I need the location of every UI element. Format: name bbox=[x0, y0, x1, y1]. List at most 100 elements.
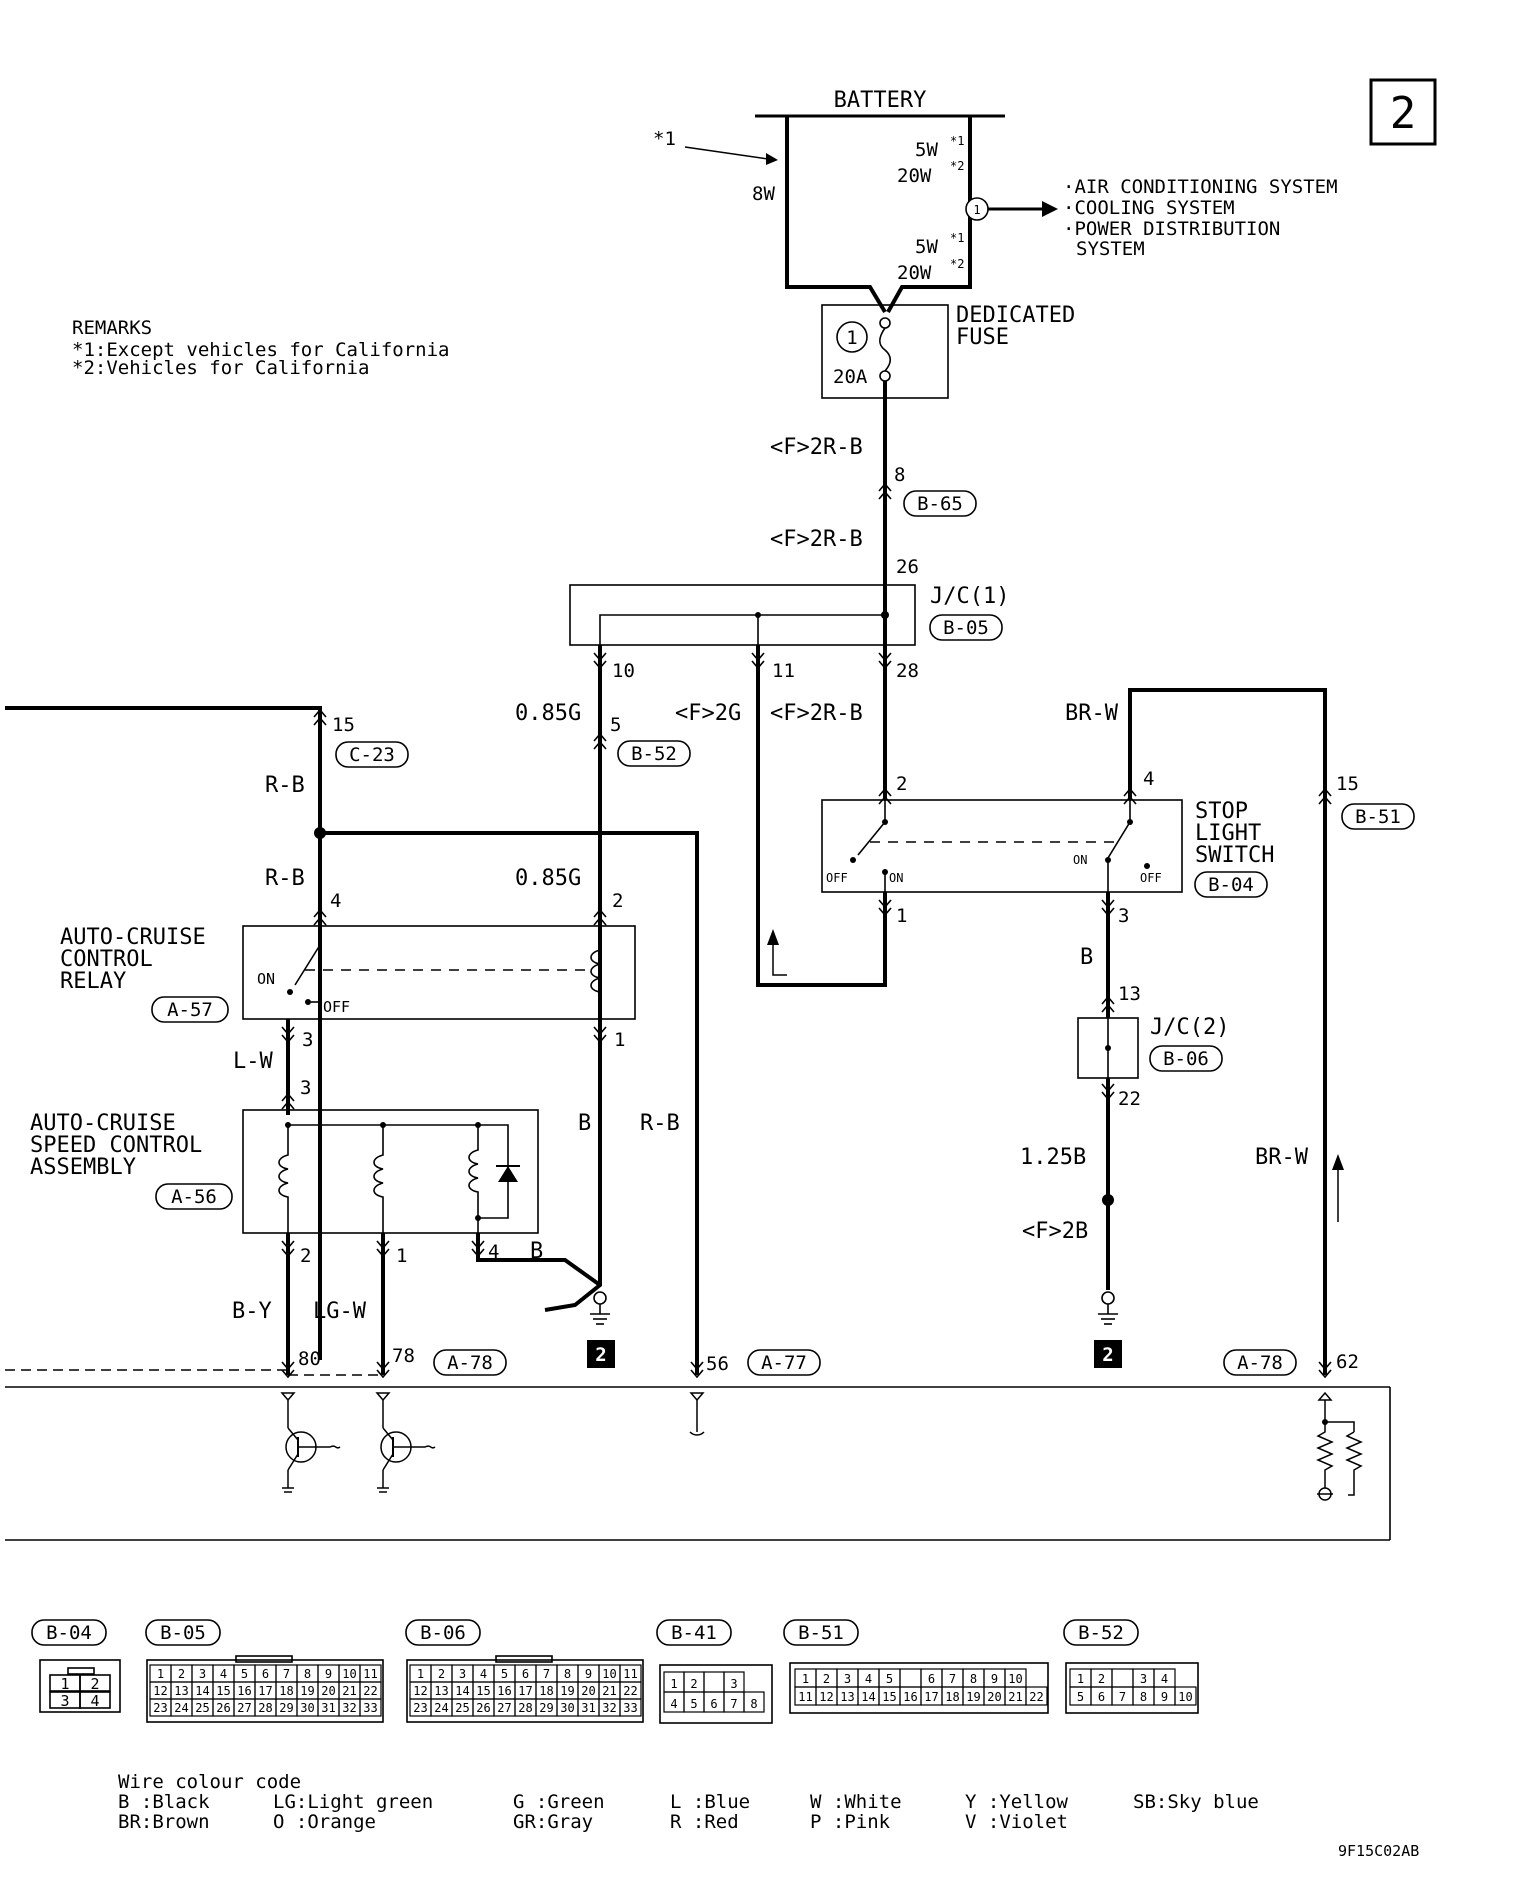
connector-pin-label: 10 bbox=[602, 1667, 616, 1681]
connector-pin-label: 2 bbox=[823, 1672, 830, 1686]
stop-switch-name-1: STOP bbox=[1195, 799, 1248, 824]
connector-pin-label: 3 bbox=[844, 1672, 851, 1686]
battery-note-ref: *1 bbox=[653, 128, 676, 150]
connector-pin-label: 23 bbox=[413, 1701, 427, 1715]
f2g-wire bbox=[756, 645, 887, 987]
connector-pin-label: 14 bbox=[861, 1690, 875, 1704]
b04-pin-2: 2 bbox=[90, 1675, 99, 1693]
connector-pin-label: 5 bbox=[886, 1672, 893, 1686]
pin-b52: 5 bbox=[610, 714, 621, 736]
connector-pin-label: 15 bbox=[216, 1684, 230, 1698]
connector-pin-label: 10 bbox=[342, 1667, 356, 1681]
pin-jc2-22: 22 bbox=[1118, 1088, 1141, 1110]
connector-pin-label: 5 bbox=[241, 1667, 248, 1681]
connector-pin-label: 12 bbox=[413, 1684, 427, 1698]
wire-b-stop: B bbox=[1080, 945, 1093, 970]
wire-lw: L-W bbox=[233, 1049, 273, 1074]
connector-pin-label: 8 bbox=[1140, 1690, 1147, 1704]
connector-a57: A-57 bbox=[167, 999, 213, 1021]
connector-pin-label: 16 bbox=[237, 1684, 251, 1698]
fuse-number: 1 bbox=[846, 327, 857, 349]
connector-pin-label: 32 bbox=[602, 1701, 616, 1715]
code-white: W :White bbox=[810, 1791, 902, 1813]
wire-f2g: <F>2G bbox=[675, 701, 741, 726]
pin-switch-1: 1 bbox=[896, 905, 907, 927]
ecu-input-56 bbox=[689, 1392, 705, 1436]
junction-connector-2: J/C(2) B-06 bbox=[1077, 1015, 1229, 1079]
connector-pin-cell bbox=[703, 1671, 725, 1693]
connector-pin-label: 30 bbox=[560, 1701, 574, 1715]
connector-pin-label: 31 bbox=[581, 1701, 595, 1715]
wire-f2b: <F>2B bbox=[1022, 1219, 1088, 1244]
main-wire-label-2: <F>2R-B bbox=[770, 527, 863, 552]
connector-pin-label: 5 bbox=[501, 1667, 508, 1681]
fuse-name-2: FUSE bbox=[956, 325, 1009, 350]
connector-pin-label: 28 bbox=[518, 1701, 532, 1715]
connector-pin-label: 7 bbox=[949, 1672, 956, 1686]
page-number-badge: 2 bbox=[1369, 78, 1437, 146]
colour-code-title: Wire colour code bbox=[118, 1771, 301, 1793]
connector-pin-label: 8 bbox=[564, 1667, 571, 1681]
pin-ecu-80: 80 bbox=[298, 1348, 321, 1370]
wire-brw-a: BR-W bbox=[1065, 701, 1119, 726]
wire-lgw: LG-W bbox=[313, 1299, 367, 1324]
junction-connector-1: J/C(1) B-05 10 11 28 bbox=[569, 584, 1009, 682]
lower-rating-b-ref: *2 bbox=[950, 257, 964, 271]
connector-pin-label: 6 bbox=[262, 1667, 269, 1681]
connector-pin-label: 5 bbox=[690, 1697, 697, 1711]
pin-ecu-62: 62 bbox=[1336, 1351, 1359, 1373]
connector-pin-label: 2 bbox=[438, 1667, 445, 1681]
figure-code: 9F15C02AB bbox=[1338, 1842, 1419, 1860]
wire-b-relay: B bbox=[578, 1111, 591, 1136]
connector-pin-label: 33 bbox=[623, 1701, 637, 1715]
connector-pin-label: 21 bbox=[342, 1684, 356, 1698]
connector-pin-label: 4 bbox=[865, 1672, 872, 1686]
output-system: SYSTEM bbox=[1076, 238, 1145, 260]
battery-left-wire: 8W bbox=[752, 183, 775, 205]
connector-pin-label: 20 bbox=[581, 1684, 595, 1698]
connector-pin-label: 26 bbox=[476, 1701, 490, 1715]
pin-ecu-78: 78 bbox=[392, 1345, 415, 1367]
lower-rating-b: 20W bbox=[897, 262, 932, 284]
code-violet: V :Violet bbox=[965, 1811, 1068, 1833]
jc1-label: J/C(1) bbox=[930, 584, 1009, 609]
connector-view-b04: B-04 1 2 3 4 bbox=[31, 1619, 121, 1713]
connector-pin-label: 10 bbox=[1178, 1690, 1192, 1704]
connector-pin-label: 4 bbox=[670, 1697, 677, 1711]
remarks-title: REMARKS bbox=[72, 317, 152, 339]
connector-pin-label: 16 bbox=[497, 1684, 511, 1698]
connector-pin-label: 13 bbox=[840, 1690, 854, 1704]
stop-light-switch: OFF ON ON OFF STOP LIGHT SWITCH B-04 bbox=[821, 799, 1274, 898]
switch-off-left: OFF bbox=[826, 871, 848, 885]
code-sky-blue: SB:Sky blue bbox=[1133, 1791, 1259, 1813]
connector-pin-label: 7 bbox=[543, 1667, 550, 1681]
connector-b04: B-04 bbox=[1208, 874, 1254, 896]
connector-pin-cell bbox=[899, 1668, 922, 1688]
connector-pin-label: 25 bbox=[455, 1701, 469, 1715]
connector-pin-label: 10 bbox=[1008, 1672, 1022, 1686]
code-pink: P :Pink bbox=[810, 1811, 891, 1833]
connector-pin-label: 20 bbox=[987, 1690, 1001, 1704]
connector-pin-label: 18 bbox=[945, 1690, 959, 1704]
pin-asm-4: 4 bbox=[488, 1241, 499, 1263]
connector-pin-label: 23 bbox=[153, 1701, 167, 1715]
connector-pin-label: 16 bbox=[903, 1690, 917, 1704]
remark-2: *2:Vehicles for California bbox=[72, 357, 369, 379]
connector-pin-label: 21 bbox=[1008, 1690, 1022, 1704]
connector-pin-label: 1 bbox=[417, 1667, 424, 1681]
connector-pin-label: 8 bbox=[970, 1672, 977, 1686]
green-wire bbox=[544, 645, 602, 1312]
pin-jc2-13: 13 bbox=[1118, 983, 1141, 1005]
relay-off-label: OFF bbox=[323, 998, 350, 1016]
wire-b-ground: B bbox=[530, 1239, 543, 1264]
fuse-rating: 20A bbox=[833, 366, 868, 388]
connector-pin-label: 7 bbox=[730, 1697, 737, 1711]
connector-pin-label: 17 bbox=[518, 1684, 532, 1698]
connector-view-b05-label: B-05 bbox=[160, 1622, 206, 1644]
connector-pin-label: 14 bbox=[195, 1684, 209, 1698]
output-power-distribution: ·POWER DISTRIBUTION bbox=[1063, 218, 1280, 240]
